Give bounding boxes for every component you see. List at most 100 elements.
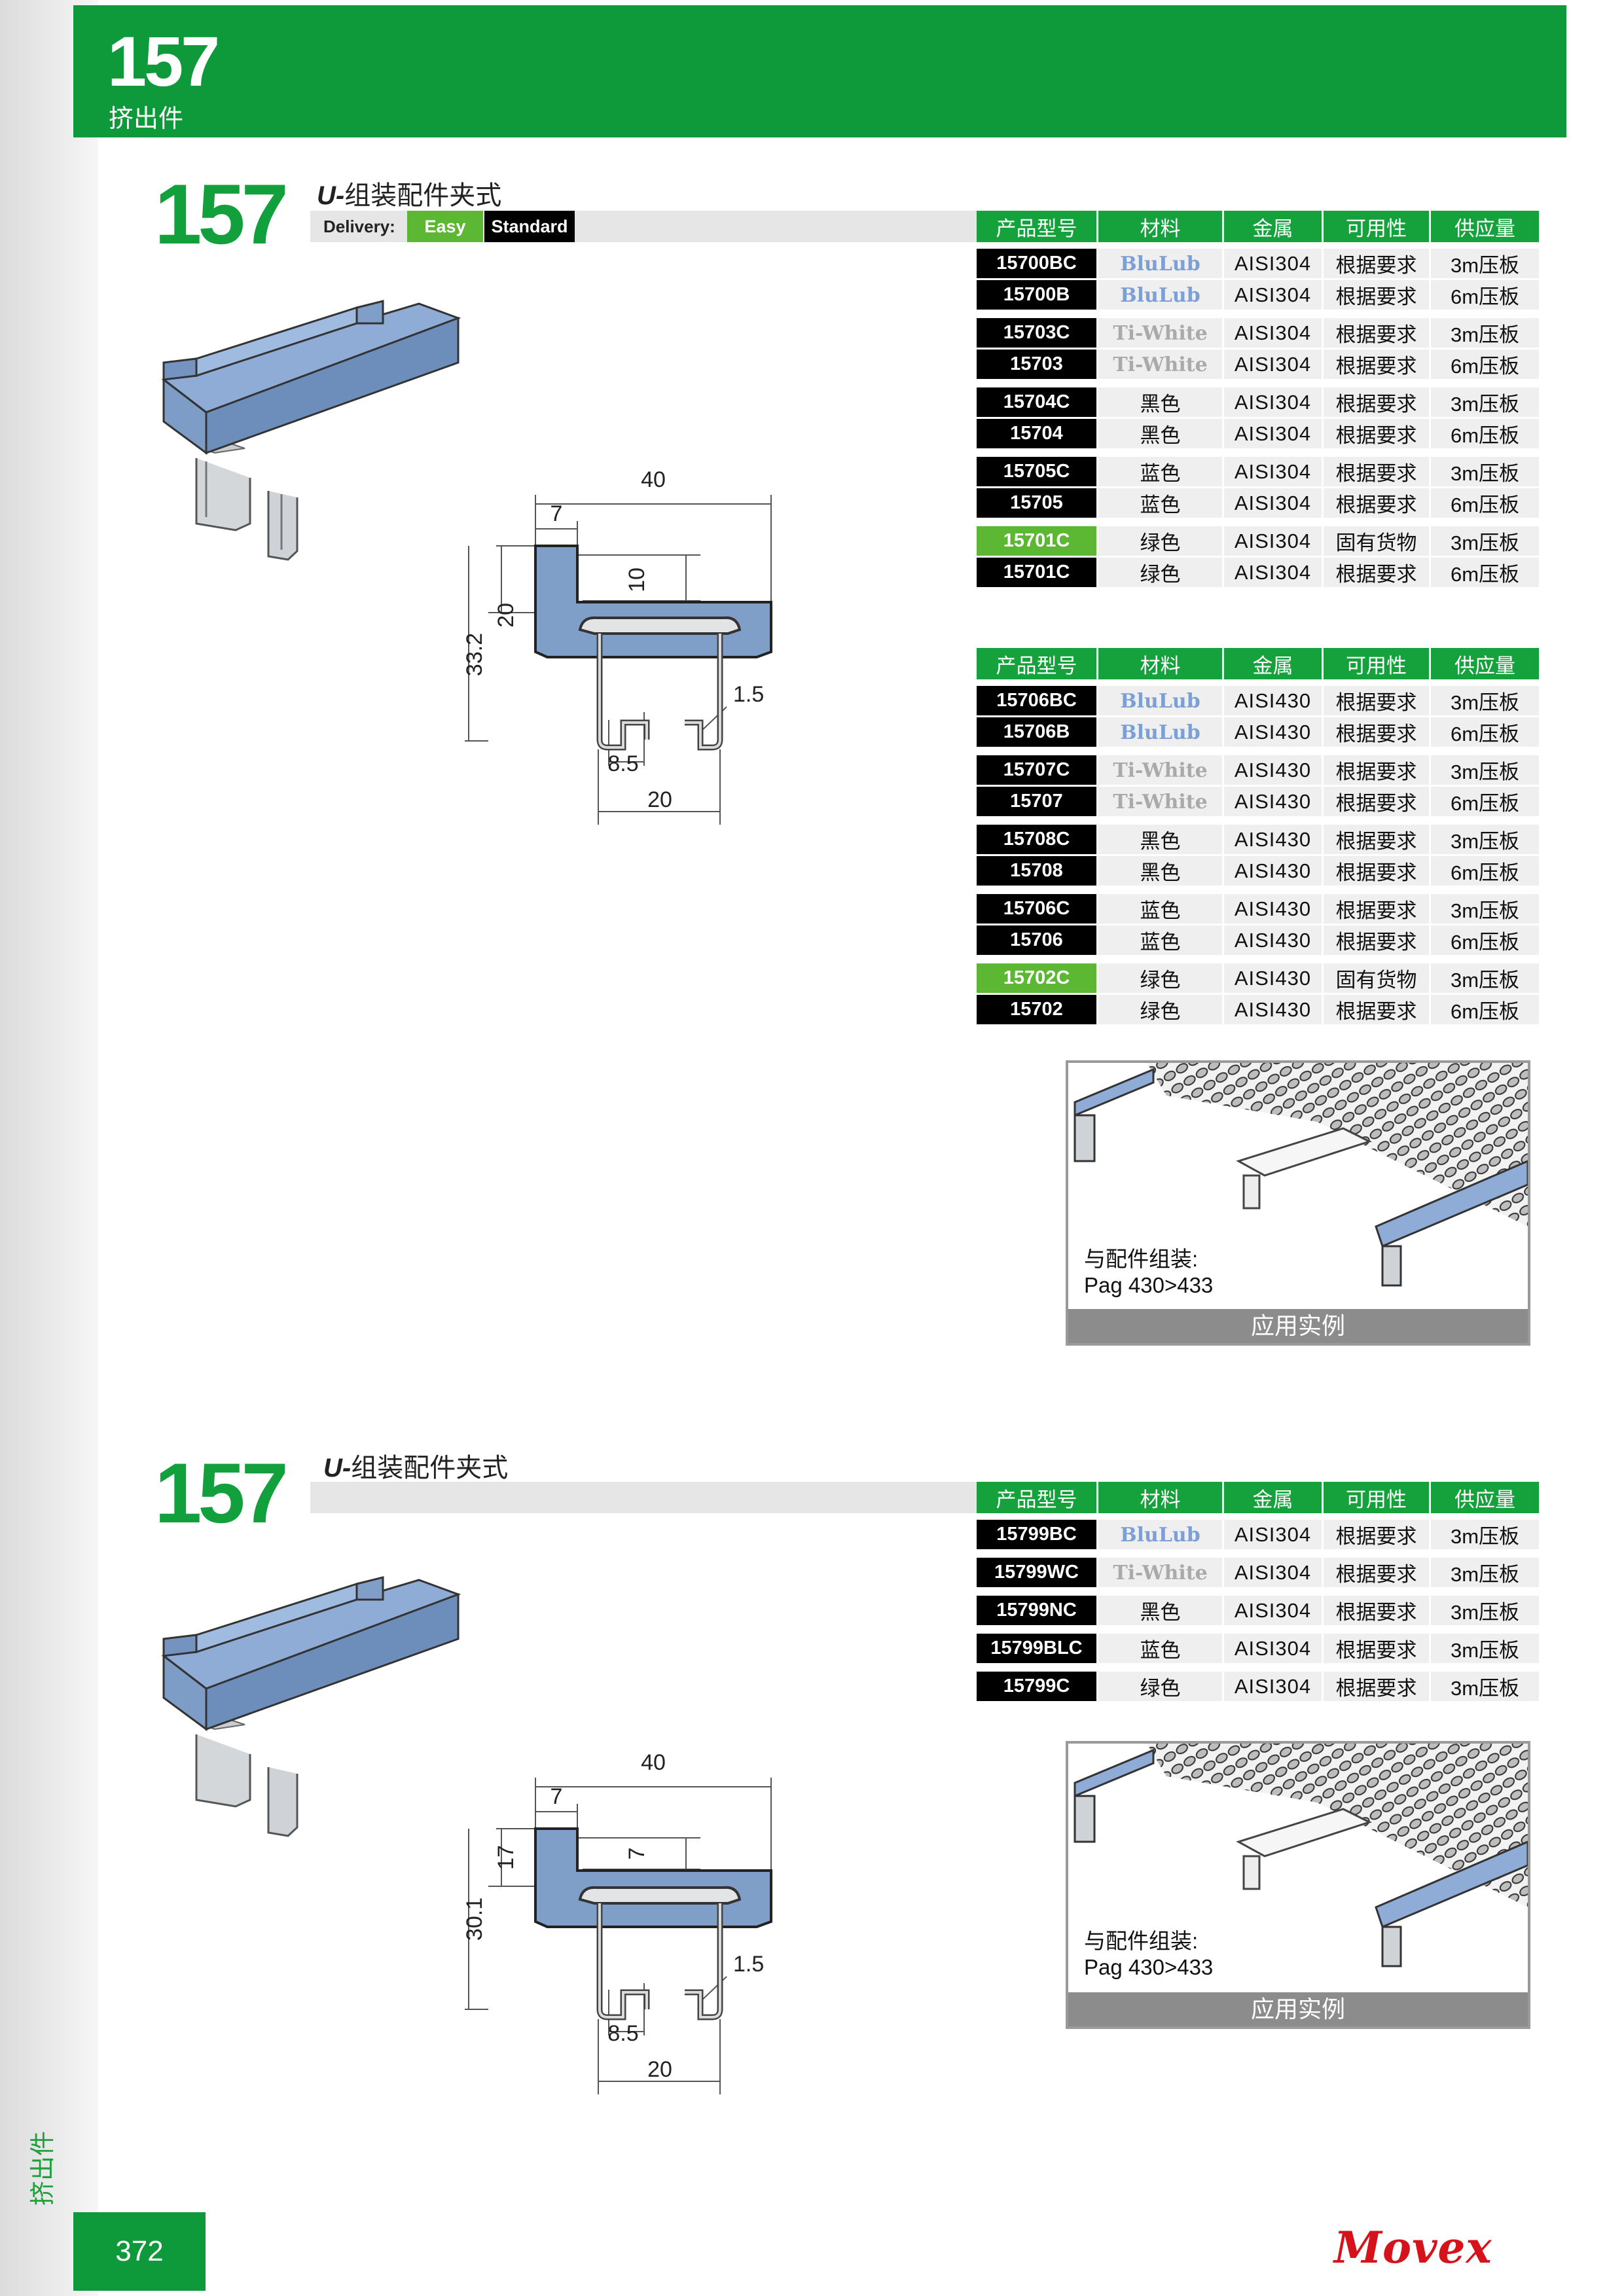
metal-cell: AISI304 [1224, 249, 1324, 280]
product-code: 15799C [977, 1672, 1098, 1703]
header-material: 材料 [1098, 1482, 1224, 1513]
product-code: 15799BLC [977, 1634, 1098, 1665]
cross-section-drawing: 40 7 7 17 30.1 1.5 8.5 20 [462, 1750, 772, 2094]
supply-cell: 6m压板 [1431, 717, 1541, 749]
page-number: 372 [73, 2212, 206, 2291]
header-category: 挤出件 [109, 105, 184, 133]
dim-slot: 8.5 [607, 751, 638, 776]
profile-3d-illustration [161, 300, 461, 561]
availability-cell: 根据要求 [1324, 1520, 1431, 1551]
availability-cell: 根据要求 [1324, 856, 1431, 888]
product-code: 15706BC [977, 686, 1098, 717]
section2-number: 157 [154, 1445, 289, 1541]
dim-inner-height: 20 [494, 603, 518, 628]
material-cell: Ti-White [1098, 350, 1224, 381]
availability-cell: 根据要求 [1324, 1672, 1431, 1703]
dim-inner-height: 17 [494, 1845, 518, 1870]
dim-top: 7 [550, 1784, 563, 1809]
section2-title: U-组装配件夹式 [323, 1454, 509, 1482]
product-code: 15708C [977, 825, 1098, 856]
availability-cell: 根据要求 [1324, 925, 1431, 957]
material-cell: 蓝色 [1098, 488, 1224, 520]
material-cell: 黑色 [1098, 1596, 1224, 1627]
metal-cell: AISI430 [1224, 995, 1324, 1026]
dim-lip: 10 [624, 567, 649, 592]
material-cell: 蓝色 [1098, 894, 1224, 925]
availability-cell: 根据要求 [1324, 350, 1431, 381]
supply-cell: 6m压板 [1431, 995, 1541, 1026]
product-code: 15799WC [977, 1558, 1098, 1589]
material-cell: 蓝色 [1098, 1634, 1224, 1665]
availability-cell: 根据要求 [1324, 249, 1431, 280]
availability-cell: 根据要求 [1324, 1634, 1431, 1665]
availability-cell: 根据要求 [1324, 787, 1431, 818]
table-header-row: 产品型号 材料 金属 可用性 供应量 [977, 648, 1541, 679]
availability-cell: 根据要求 [1324, 755, 1431, 787]
supply-cell: 6m压板 [1431, 419, 1541, 450]
supply-cell: 3m压板 [1431, 1558, 1541, 1589]
header-metal: 金属 [1224, 1482, 1324, 1513]
availability-cell: 根据要求 [1324, 894, 1431, 925]
supply-cell: 6m压板 [1431, 787, 1541, 818]
header-material: 材料 [1098, 648, 1224, 679]
header-supply: 供应量 [1431, 1482, 1541, 1513]
material-cell: 蓝色 [1098, 925, 1224, 957]
material-cell: 绿色 [1098, 963, 1224, 995]
supply-cell: 3m压板 [1431, 963, 1541, 995]
delivery-standard-badge: Standard [484, 211, 575, 242]
metal-cell: AISI430 [1224, 787, 1324, 818]
metal-cell: AISI304 [1224, 419, 1324, 450]
dim-width: 40 [641, 467, 666, 492]
availability-cell: 根据要求 [1324, 717, 1431, 749]
dim-thickness: 1.5 [733, 1952, 764, 1977]
profile-3d-illustration [161, 1576, 461, 1837]
header-number: 157 [107, 22, 220, 101]
metal-cell: AISI430 [1224, 925, 1324, 957]
header-code: 产品型号 [977, 1482, 1098, 1513]
section1-number: 157 [154, 166, 289, 262]
metal-cell: AISI304 [1224, 350, 1324, 381]
side-strip [0, 0, 98, 2296]
product-code: 15708 [977, 856, 1098, 888]
availability-cell: 根据要求 [1324, 1596, 1431, 1627]
availability-cell: 根据要求 [1324, 1558, 1431, 1589]
availability-cell: 根据要求 [1324, 280, 1431, 312]
availability-cell: 根据要求 [1324, 419, 1431, 450]
section2-band [310, 1482, 977, 1513]
supply-cell: 6m压板 [1431, 350, 1541, 381]
material-cell: Ti-White [1098, 318, 1224, 350]
availability-cell: 根据要求 [1324, 318, 1431, 350]
supply-cell: 3m压板 [1431, 249, 1541, 280]
application-example-photo-1: 与配件组装:Pag 430>433 应用实例 [1066, 1060, 1530, 1346]
header-supply: 供应量 [1431, 648, 1541, 679]
product-code: 15703 [977, 350, 1098, 381]
delivery-label: Delivery: [323, 217, 395, 236]
material-cell: 蓝色 [1098, 457, 1224, 488]
table-header-row: 产品型号 材料 金属 可用性 供应量 [977, 211, 1541, 242]
product-code: 15705C [977, 457, 1098, 488]
supply-cell: 6m压板 [1431, 488, 1541, 520]
availability-cell: 根据要求 [1324, 686, 1431, 717]
header-availability: 可用性 [1324, 1482, 1431, 1513]
supply-cell: 3m压板 [1431, 1634, 1541, 1665]
metal-cell: AISI430 [1224, 963, 1324, 995]
